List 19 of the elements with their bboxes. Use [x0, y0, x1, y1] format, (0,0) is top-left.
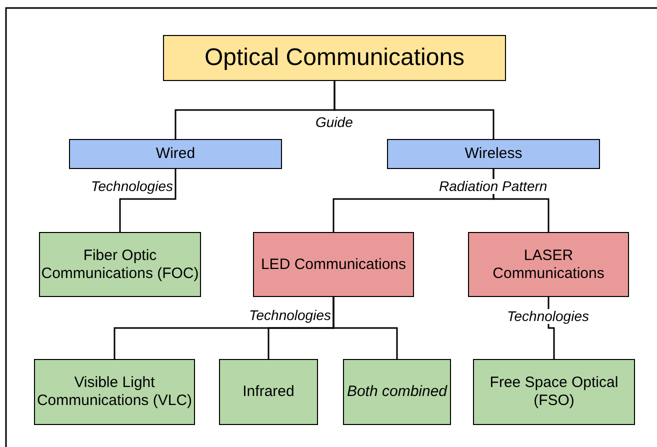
title-box: Optical Communications	[163, 35, 506, 81]
technology-box: Infrared	[219, 359, 318, 425]
connector-line	[492, 169, 550, 232]
source-box: LASER Communications	[468, 232, 629, 297]
connector-line	[334, 81, 494, 139]
edge-label: Radiation Pattern	[438, 179, 548, 194]
category-box: Wired	[69, 139, 282, 169]
technology-box: Visible Light Communications (VLC)	[34, 359, 195, 425]
edge-label: Technologies	[506, 309, 590, 324]
connector-line	[332, 297, 398, 359]
technology-box: Fiber Optic Communications (FOC)	[39, 232, 201, 297]
connector-line	[119, 169, 176, 232]
category-box: Wireless	[387, 139, 600, 169]
source-box: LED Communications	[253, 232, 414, 297]
edge-label: Guide	[314, 115, 354, 130]
technology-box: Free Space Optical (FSO)	[473, 359, 635, 425]
edge-label: Technologies	[248, 308, 332, 324]
technology-box: Both combined	[343, 359, 451, 425]
edge-label: Technologies	[90, 179, 174, 194]
